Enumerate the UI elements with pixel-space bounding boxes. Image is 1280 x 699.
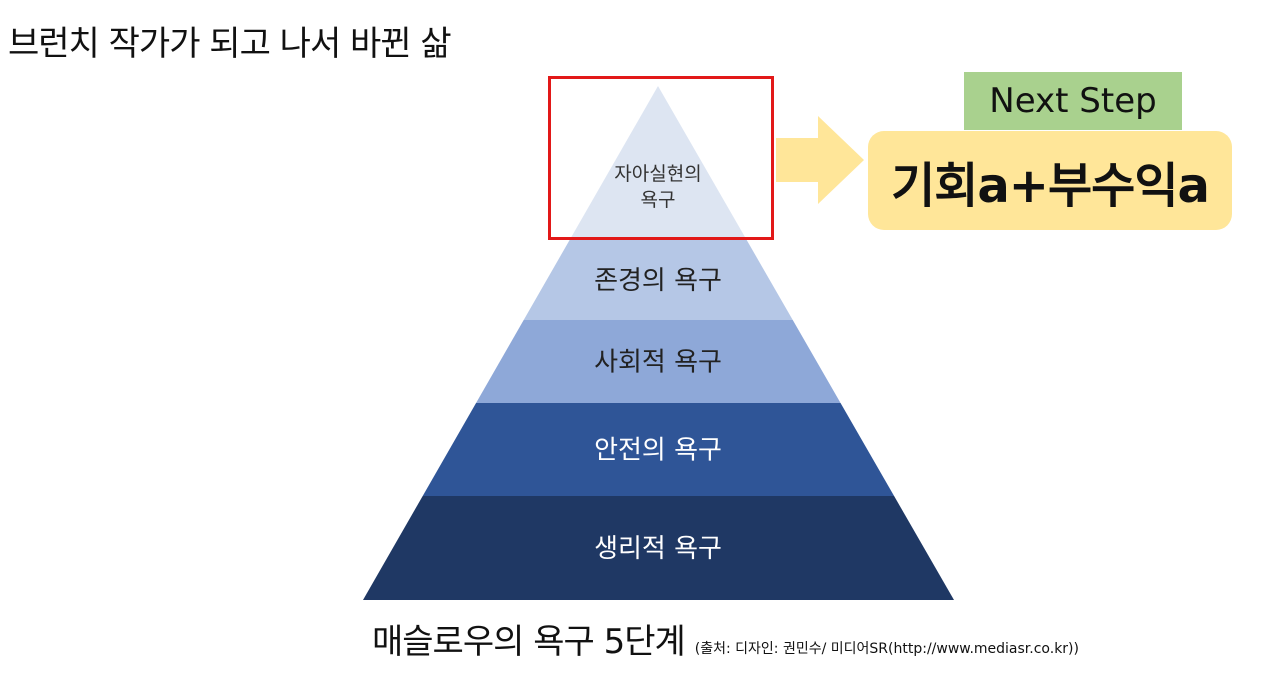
caption-source: (출처: 디자인: 권민수/ 미디어SR(http://www.mediasr.…	[694, 641, 1079, 657]
right-arrow-icon	[776, 116, 864, 204]
next-step-box: 기회a+부수익a	[868, 131, 1232, 230]
pyramid-level-1	[569, 86, 747, 240]
pyramid-level-2-label: 존경의 욕구	[594, 266, 722, 296]
pyramid-level-5	[363, 496, 954, 600]
caption: 매슬로우의 욕구 5단계 (출처: 디자인: 권민수/ 미디어SR(http:/…	[372, 614, 1079, 663]
next-step-tag: Next Step	[964, 72, 1182, 130]
highlight-box	[548, 76, 774, 240]
page-title: 브런치 작가가 되고 나서 바뀐 삶	[8, 24, 452, 64]
pyramid-level-4-label: 안전의 욕구	[594, 436, 722, 466]
pyramid-level-3-label: 사회적 욕구	[594, 348, 722, 378]
pyramid-level-5-label: 생리적 욕구	[594, 534, 722, 564]
caption-title: 매슬로우의 욕구 5단계	[372, 622, 686, 662]
pyramid-level-4	[422, 403, 895, 496]
pyramid-level-2	[523, 240, 793, 320]
pyramid-level-3	[476, 320, 841, 403]
